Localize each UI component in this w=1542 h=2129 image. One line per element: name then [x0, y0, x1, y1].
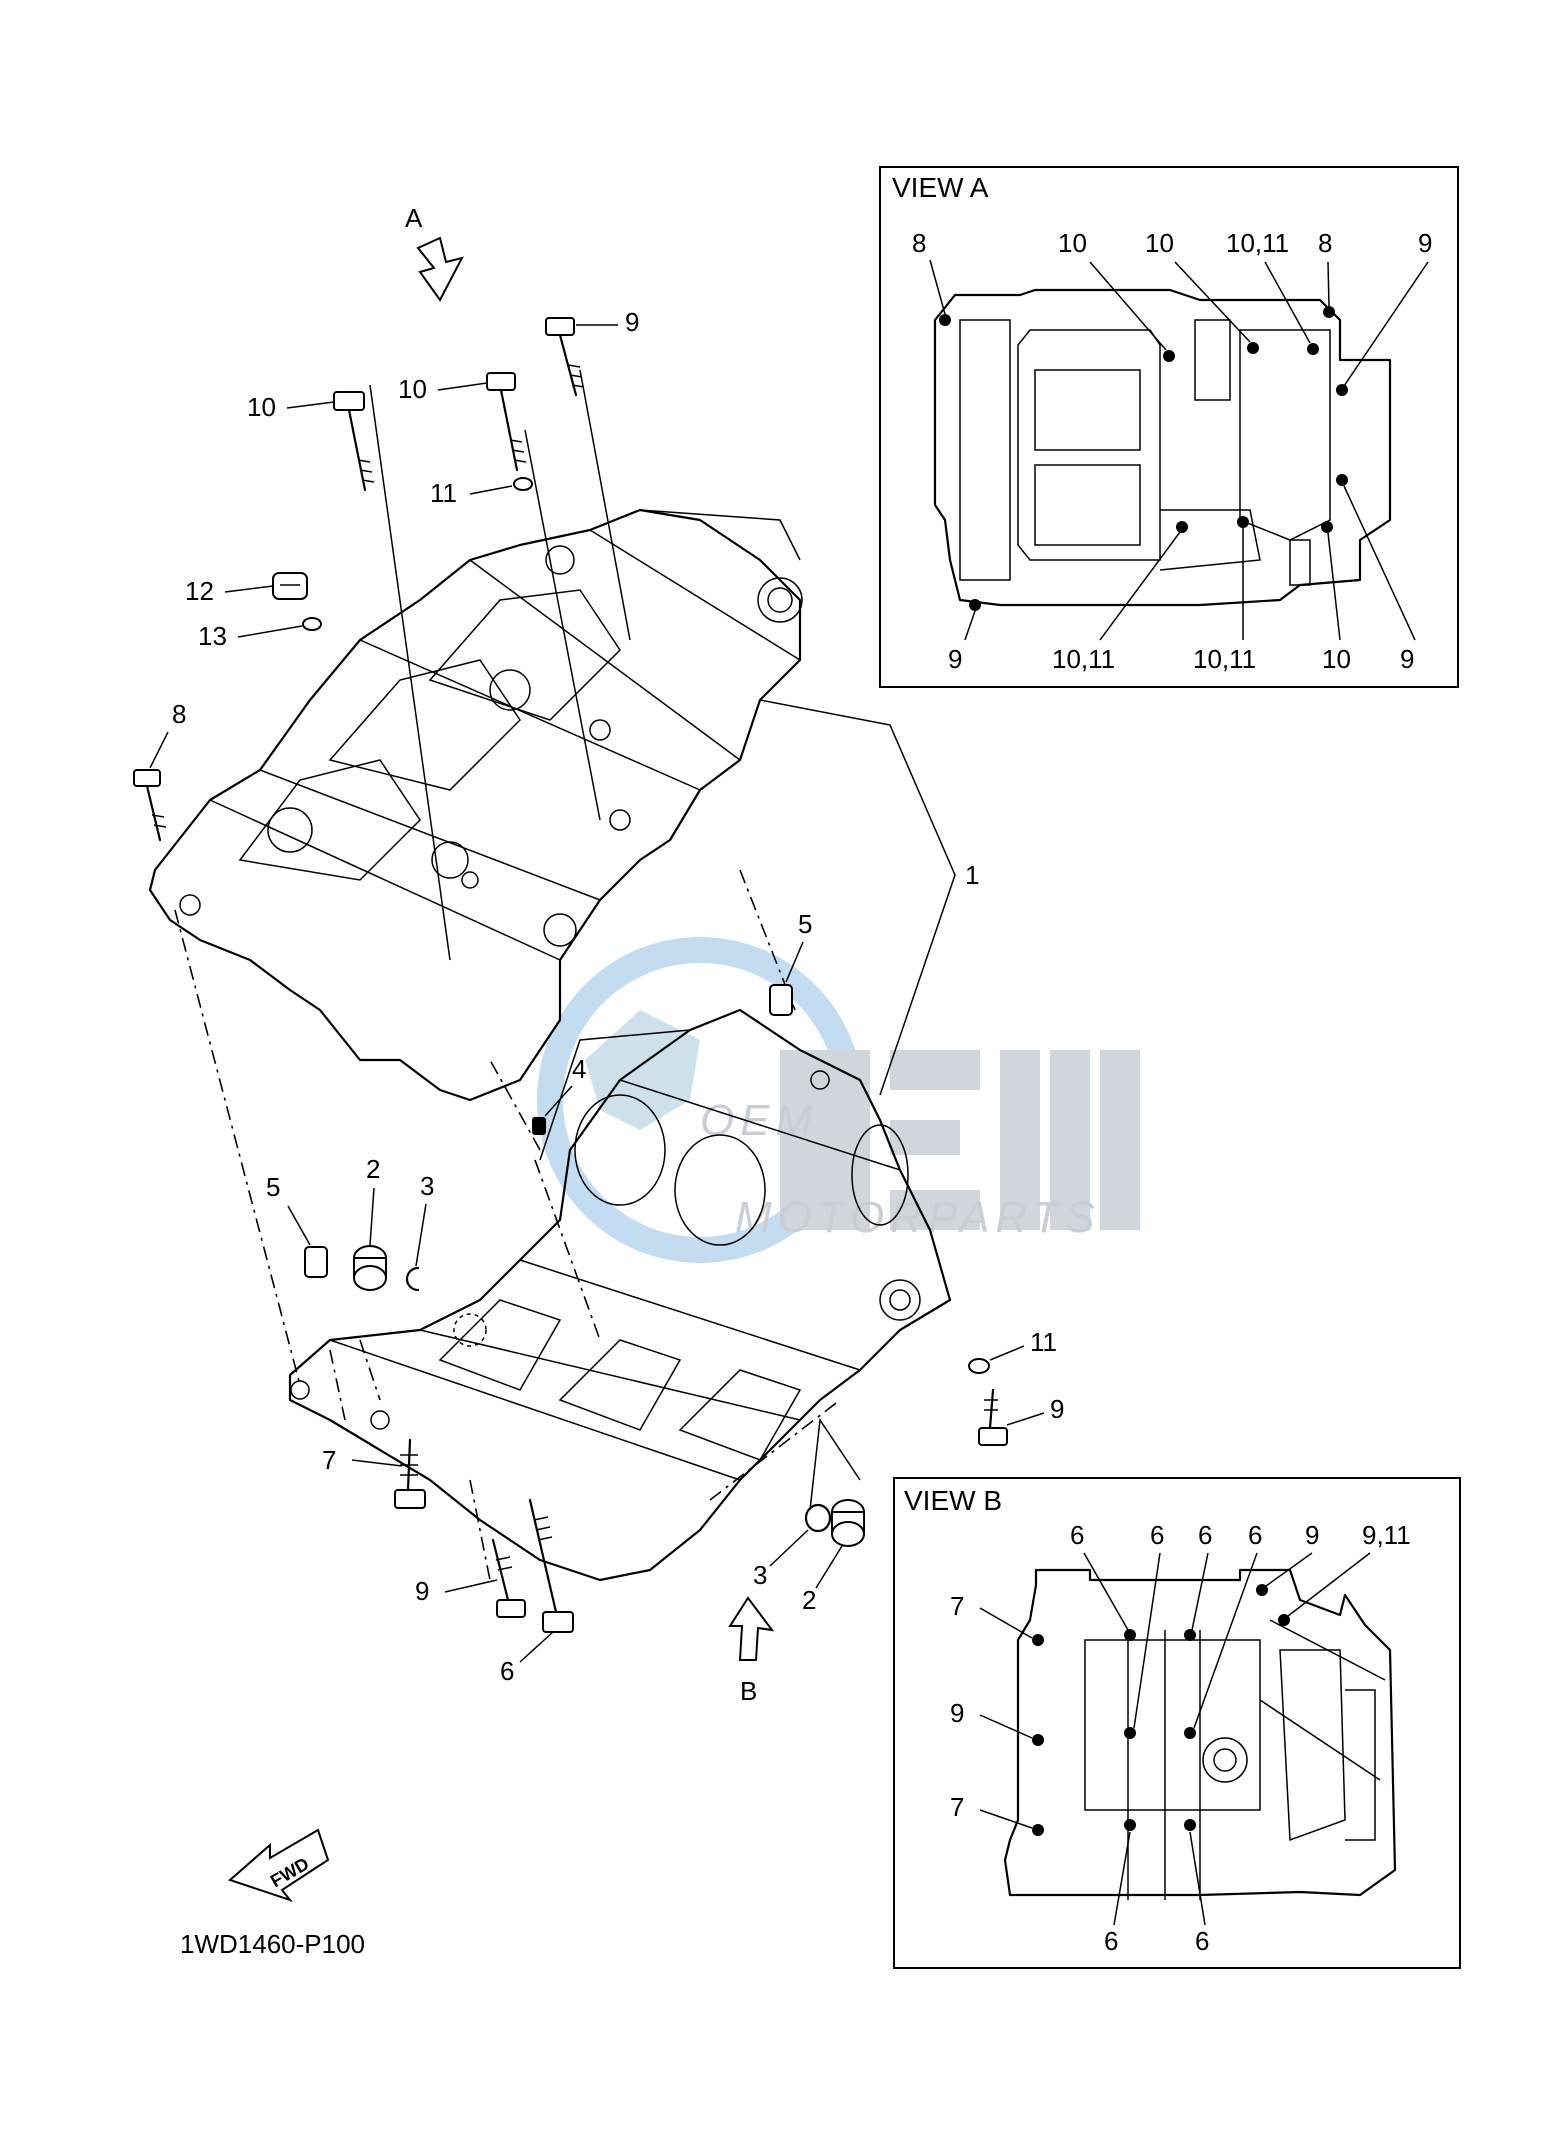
bolt-10-left — [333, 391, 375, 492]
bolt-9-top — [545, 317, 585, 397]
callout-9-bottom: 9 — [415, 1576, 429, 1606]
callout-12: 12 — [185, 576, 214, 606]
callout-2-left: 2 — [366, 1154, 380, 1184]
washer-11 — [513, 477, 533, 491]
bolt-10-right — [486, 372, 527, 472]
view-a-label-top-1: 8 — [912, 228, 926, 258]
view-a-leaders — [929, 259, 1429, 641]
circlip-3-right — [804, 1503, 832, 1533]
upper-crankcase — [148, 508, 803, 1102]
view-b-label-left-2: 9 — [950, 1698, 964, 1728]
callout-8: 8 — [172, 699, 186, 729]
pin-4 — [532, 1117, 546, 1135]
plug-12 — [272, 572, 308, 600]
o-ring-13 — [302, 617, 322, 631]
diagram-code: 1WD1460-P100 — [180, 1929, 365, 1959]
view-b-label-left-1: 7 — [950, 1591, 964, 1621]
callout-2-right: 2 — [802, 1585, 816, 1615]
view-b-label-top-3: 6 — [1198, 1520, 1212, 1550]
view-b-label-bottom-1: 6 — [1104, 1926, 1118, 1956]
callout-1: 1 — [965, 860, 979, 890]
seal-2-left — [353, 1245, 387, 1291]
callout-10-right: 10 — [398, 374, 427, 404]
view-a-label-top-3: 10 — [1145, 228, 1174, 258]
view-a-label-bottom-2: 10,11 — [1052, 644, 1115, 674]
view-a-label-bottom-3: 10,11 — [1193, 644, 1256, 674]
view-arrow-a-label: A — [405, 203, 423, 233]
callout-7: 7 — [322, 1445, 336, 1475]
callout-9-right: 9 — [1050, 1394, 1064, 1424]
view-a-label-top-2: 10 — [1058, 228, 1087, 258]
callout-5-left: 5 — [266, 1172, 280, 1202]
view-arrow-a: A — [405, 203, 464, 302]
view-a-panel: VIEW A 8 10 10 10,11 8 9 9 10,11 10,11 1… — [879, 166, 1459, 688]
circlip-3-left — [405, 1266, 420, 1292]
bolt-8 — [133, 769, 167, 842]
view-b-crankcase — [1003, 1568, 1397, 1900]
callout-3-left: 3 — [420, 1171, 434, 1201]
callout-6: 6 — [500, 1656, 514, 1686]
callout-11-right: 11 — [1030, 1327, 1057, 1357]
callout-13: 13 — [198, 621, 227, 651]
view-b-label-top-4: 6 — [1248, 1520, 1262, 1550]
view-b-label-bottom-2: 6 — [1195, 1926, 1209, 1956]
callout-9-top: 9 — [625, 307, 639, 337]
view-b-leaders — [979, 1552, 1371, 1926]
view-b-panel: VIEW B 6 6 6 6 9 9,11 7 9 7 6 6 — [893, 1477, 1461, 1969]
assembly-lines — [174, 369, 956, 1581]
seal-2-right — [831, 1499, 865, 1547]
view-b-label-top-5: 9 — [1305, 1520, 1319, 1550]
view-b-label-left-3: 7 — [950, 1792, 964, 1822]
callout-11-top: 11 — [430, 478, 457, 508]
dowel-5-top — [769, 984, 793, 1016]
view-a-bolt-markers — [939, 306, 1348, 611]
callout-3-right: 3 — [753, 1560, 767, 1590]
callout-5-top: 5 — [798, 909, 812, 939]
washer-11-right — [968, 1358, 990, 1374]
view-a-label-bottom-5: 9 — [1400, 644, 1414, 674]
lower-crankcase — [288, 1008, 952, 1582]
view-arrow-b: B — [728, 1596, 775, 1706]
view-a-crankcase — [933, 288, 1392, 607]
dowel-5-left — [304, 1246, 328, 1278]
watermark-subtext: MOTORPARTS — [735, 1193, 1101, 1242]
bolt-9-bottom — [491, 1538, 526, 1618]
bolt-6 — [528, 1498, 574, 1633]
hardware — [133, 317, 1008, 1633]
view-a-label-top-6: 9 — [1418, 228, 1432, 258]
view-a-label-top-4: 10,11 — [1226, 228, 1289, 258]
bolt-9-right — [978, 1388, 1008, 1446]
view-b-label-top-1: 6 — [1070, 1520, 1084, 1550]
bolt-7 — [394, 1438, 426, 1509]
watermark: OEM MOTORPARTS — [537, 937, 1140, 1263]
view-b-bolt-markers — [1032, 1584, 1290, 1836]
view-b-label-top-2: 6 — [1150, 1520, 1164, 1550]
view-a-label-bottom-1: 9 — [948, 644, 962, 674]
callout-10-left: 10 — [247, 392, 276, 422]
view-a-title: VIEW A — [892, 172, 989, 203]
view-arrow-b-label: B — [740, 1676, 757, 1706]
watermark-brand: OEM — [700, 1096, 818, 1145]
view-b-title: VIEW B — [904, 1485, 1002, 1516]
view-a-label-bottom-4: 10 — [1322, 644, 1351, 674]
view-a-label-top-5: 8 — [1318, 228, 1332, 258]
callout-4: 4 — [572, 1054, 586, 1084]
fwd-arrow-icon: FWD — [228, 1828, 330, 1903]
callouts: 9 10 10 11 12 13 8 1 5 4 2 3 5 11 9 7 9 … — [149, 307, 1064, 1686]
view-b-label-top-6: 9,11 — [1362, 1520, 1411, 1550]
